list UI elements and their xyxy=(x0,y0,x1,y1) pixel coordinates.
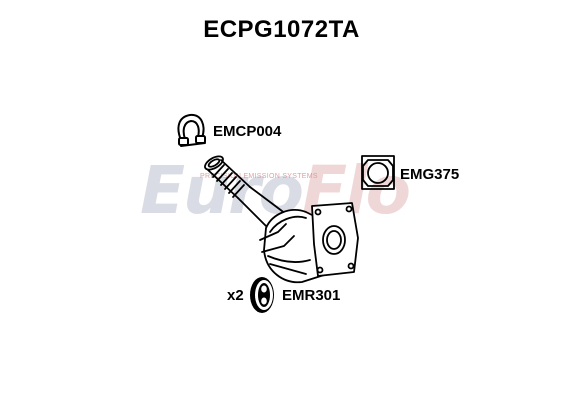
mount-part-code: EMR301 xyxy=(282,287,341,304)
exhaust-clamp-icon xyxy=(177,113,206,147)
gasket-part-code: EMG375 xyxy=(400,166,460,183)
square-gasket-icon xyxy=(361,155,395,190)
rubber-mount-icon xyxy=(250,277,274,313)
part-number-title: ECPG1072TA xyxy=(203,16,360,43)
mount-quantity: x2 xyxy=(227,287,244,304)
watermark-tagline: PRECISION EMISSION SYSTEMS xyxy=(200,173,318,180)
particulate-filter-icon xyxy=(204,155,359,284)
clamp-part-code: EMCP004 xyxy=(213,123,282,140)
